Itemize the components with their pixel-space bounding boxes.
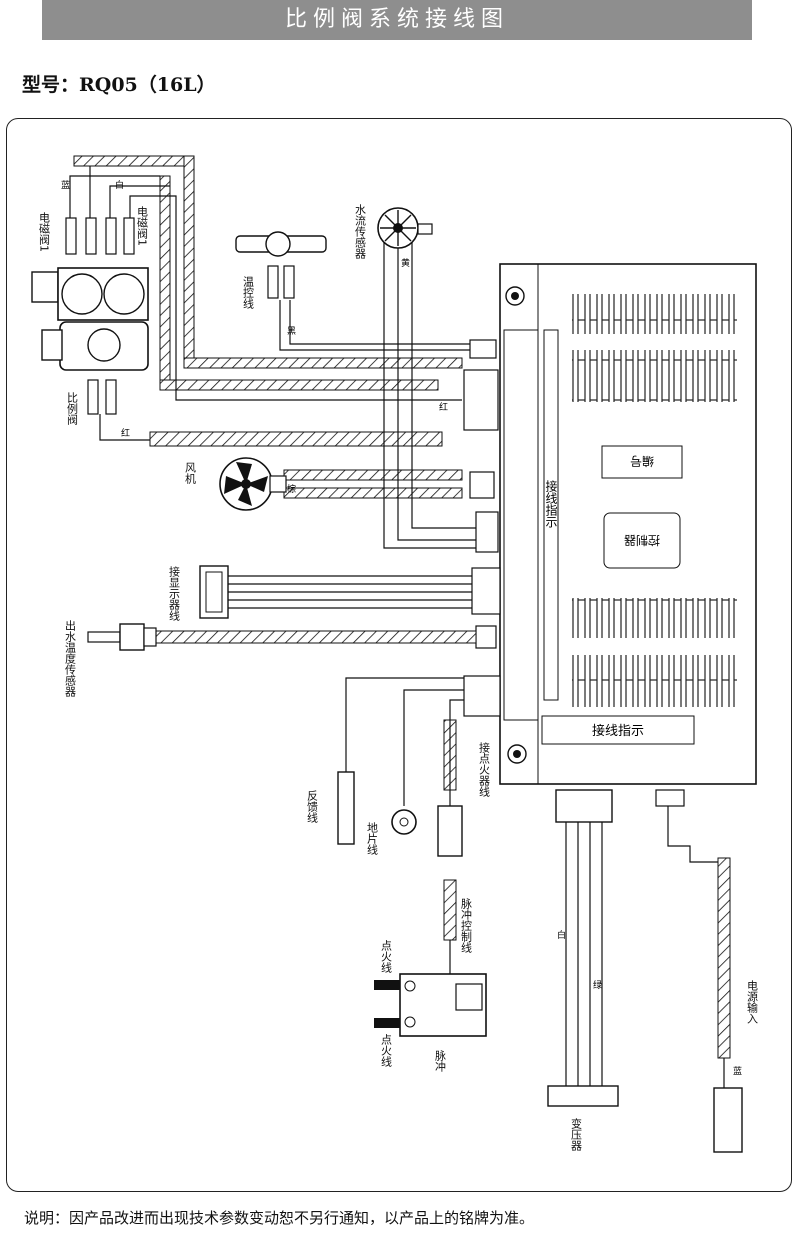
svg-text:黑: 黑: [285, 326, 296, 336]
outlet-temp-sensor-icon: [87, 623, 157, 651]
svg-text:白: 白: [555, 929, 565, 939]
pulse-igniter-icon: [374, 973, 487, 1037]
temp-control-line-label: 温控线: [242, 276, 255, 309]
solenoid-valve-assembly: [31, 217, 149, 415]
controller-box: 编号 控制器 接线指示 接线指示: [499, 263, 757, 785]
wiring-guide-vertical: 接线指示: [544, 479, 558, 528]
transformer-label: 变压器: [570, 1117, 583, 1152]
ground-lug-icon: [391, 809, 417, 835]
display-connector-icon: [199, 565, 229, 619]
solenoid-valve-label-left: 电磁阀1: [38, 212, 51, 252]
page-title: 比例阀系统接线图: [42, 0, 752, 40]
svg-text:红: 红: [119, 427, 130, 437]
water-flow-sensor-label: 水流传感器: [354, 204, 367, 260]
footer-note: 说明：因产品改进而出现技术参数变动恕不另行通知，以产品上的铭牌为准。: [24, 1209, 535, 1227]
water-flow-sensor-icon: [377, 207, 433, 249]
thermostat-icon: [235, 231, 327, 299]
plain-wires: [69, 166, 725, 1088]
diagram-frame: [6, 118, 792, 1192]
controller-connectors: [463, 339, 501, 717]
wire-color-tags: 蓝 白 红 黑 黄 红 棕 白 绿 蓝: [59, 179, 742, 1075]
svg-text:绿: 绿: [591, 979, 602, 989]
outlet-temp-sensor-label: 出水温度传感器: [64, 619, 77, 698]
fan-icon: [219, 457, 287, 511]
fan-label: 风机: [184, 462, 197, 484]
pulse-igniter-label: 脉冲: [434, 1049, 447, 1073]
power-connector-icon: [655, 789, 743, 1153]
igniter-line-label: 接点火器线: [478, 742, 491, 797]
proportional-valve-label: 比例阀: [66, 392, 79, 426]
transformer-connector-icon: [547, 789, 619, 1107]
ignition-line-label-1: 点火线: [380, 940, 393, 973]
svg-text:棕: 棕: [285, 483, 296, 494]
svg-text:黄: 黄: [399, 257, 410, 268]
svg-text:蓝: 蓝: [731, 1065, 742, 1075]
wire-harness: [73, 155, 731, 1059]
display-line-label: 接显示器线: [168, 566, 181, 621]
igniter-connector-icon: [437, 805, 463, 857]
svg-text:白: 白: [113, 179, 123, 189]
pulse-control-line-label: 脉冲控制线: [460, 897, 473, 953]
controller-label-2: 控制器: [624, 533, 660, 547]
feedback-line-label: 反馈线: [306, 790, 319, 823]
feedback-terminal-icon: [337, 771, 355, 845]
svg-text:蓝: 蓝: [59, 179, 70, 189]
wiring-guide-label: 接线指示: [592, 723, 644, 739]
power-input-label: 电源输入: [746, 980, 759, 1024]
model-label: 型号：RQ05（16L）: [22, 74, 216, 96]
ignition-line-label-2: 点火线: [380, 1034, 393, 1067]
svg-text:红: 红: [437, 401, 448, 411]
ground-line-label: 地片线: [366, 822, 379, 855]
solenoid-valve-label-top: 电磁阀1: [136, 206, 149, 246]
controller-label-1: 编号: [630, 454, 654, 469]
